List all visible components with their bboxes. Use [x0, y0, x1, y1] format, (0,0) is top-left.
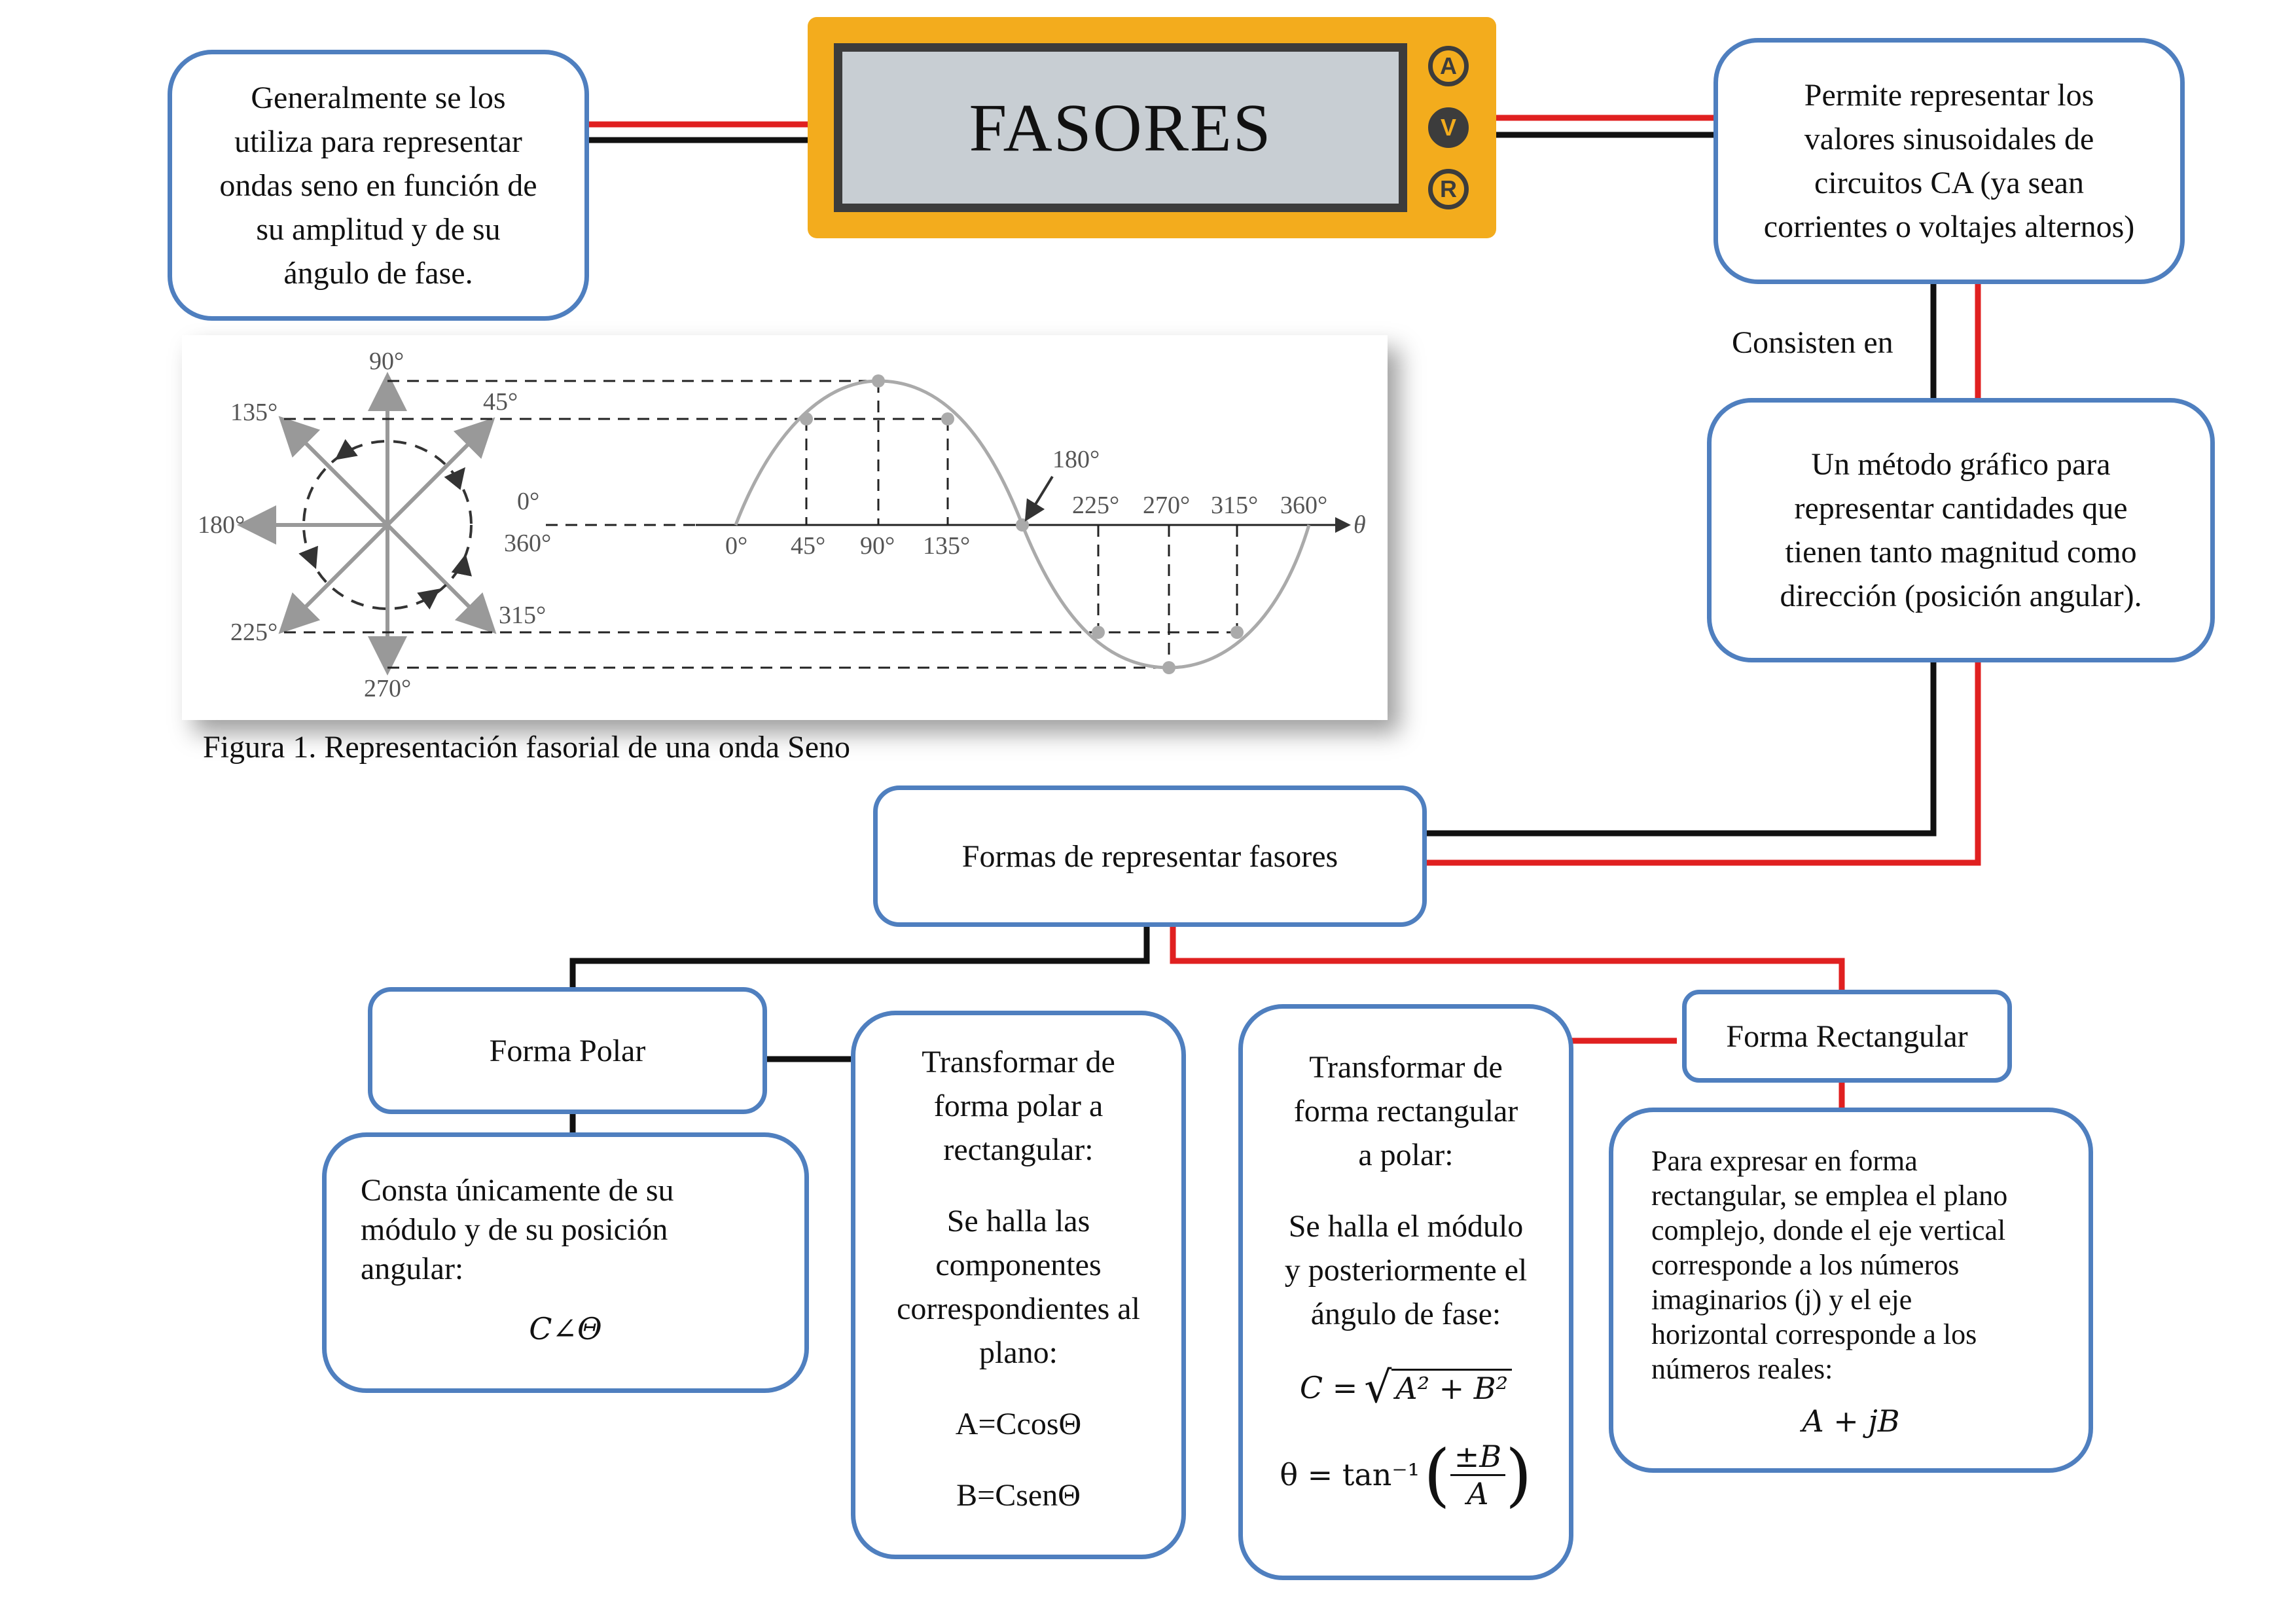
- intro-right-text: Permite representar los valores sinusoid…: [1763, 78, 2135, 244]
- wire-black-polar: [569, 923, 1150, 990]
- label-270: 270°: [364, 675, 411, 702]
- wave-label-315: 315°: [1211, 492, 1258, 519]
- wave-label-270: 270°: [1143, 492, 1190, 519]
- theta-symbol: θ: [1354, 511, 1366, 539]
- meter-button-v: V: [1428, 107, 1469, 148]
- intro-right-box: Permite representar los valores sinusoid…: [1713, 38, 2185, 284]
- angle-numerator: ±B: [1450, 1439, 1506, 1476]
- wave-label-0: 0°: [725, 532, 747, 560]
- rect-desc: Para expresar en forma rectangular, se e…: [1651, 1145, 2008, 1385]
- polar-to-rect-eq2: B=CsenΘ: [956, 1478, 1081, 1513]
- label-180: 180°: [198, 511, 245, 539]
- polar-desc-box: Consta únicamente de su módulo y de su p…: [322, 1132, 809, 1393]
- polar-title: Forma Polar: [489, 1033, 646, 1068]
- angle-denominator: A: [1467, 1475, 1489, 1511]
- definition-box: Un método gráfico para representar canti…: [1707, 398, 2215, 662]
- label-225: 225°: [230, 619, 278, 646]
- label-90: 90°: [369, 348, 404, 375]
- paren-left: (: [1424, 1435, 1450, 1515]
- label-315: 315°: [499, 602, 546, 629]
- projection-lines: [284, 380, 1238, 669]
- definition-text: Un método gráfico para representar canti…: [1780, 447, 2142, 613]
- rect-to-polar-body: Se halla el módulo y posteriormente el á…: [1284, 1209, 1528, 1331]
- angle-equation: θ = tan⁻¹ ( ±B A ): [1280, 1435, 1532, 1515]
- wire-red-down-2: [1427, 661, 1981, 866]
- modulus-radicand: A² + B²: [1391, 1369, 1513, 1406]
- label-0: 0°: [517, 488, 539, 515]
- rect-desc-box: Para expresar en forma rectangular, se e…: [1609, 1108, 2093, 1473]
- polar-title-box: Forma Polar: [368, 987, 767, 1114]
- meter-screen: FASORES: [834, 43, 1407, 212]
- rect-title-box: Forma Rectangular: [1682, 990, 2012, 1083]
- polar-to-rect-heading: Transformar de forma polar a rectangular…: [922, 1045, 1115, 1167]
- wave-label-45: 45°: [791, 532, 825, 560]
- sine-points: [800, 374, 1244, 674]
- wave-label-90: 90°: [860, 532, 895, 560]
- polar-to-rect-box: Transformar de forma polar a rectangular…: [851, 1011, 1186, 1559]
- polar-to-rect-body: Se halla las componentes correspondiente…: [897, 1204, 1140, 1370]
- label-45: 45°: [483, 388, 518, 416]
- fasores-meter-header: FASORES A V R: [808, 17, 1496, 238]
- wave-label-135: 135°: [923, 532, 970, 560]
- phasor-rays: [237, 372, 497, 676]
- rect-to-polar-heading: Transformar de forma rectangular a polar…: [1293, 1050, 1518, 1172]
- rect-title: Forma Rectangular: [1726, 1019, 1968, 1054]
- intro-left-text: Generalmente se los utiliza para represe…: [219, 80, 537, 291]
- wave-label-225: 225°: [1072, 492, 1119, 519]
- paren-right: ): [1505, 1435, 1532, 1515]
- modulus-equation: C = √ A² + B²: [1299, 1362, 1513, 1413]
- rect-to-polar-box: Transformar de forma rectangular a polar…: [1238, 1004, 1573, 1580]
- label-135: 135°: [230, 399, 278, 426]
- phasor-sine-diagram: 90° 45° 0° 360° 315° 270° 225° 180° 135°…: [198, 348, 1366, 702]
- polar-desc: Consta únicamente de su módulo y de su p…: [361, 1173, 674, 1286]
- figure-caption: Figura 1. Representación fasorial de una…: [203, 730, 851, 765]
- meter-button-a: A: [1428, 46, 1469, 86]
- formas-text: Formas de representar fasores: [961, 839, 1338, 874]
- label-360: 360°: [504, 530, 551, 557]
- phasor-figure: 90° 45° 0° 360° 315° 270° 225° 180° 135°…: [182, 335, 1388, 720]
- page-title: FASORES: [969, 90, 1272, 166]
- modulus-lhs: C =: [1299, 1369, 1358, 1405]
- meter-button-r: R: [1428, 169, 1469, 209]
- consisten-en-label: Consisten en: [1732, 325, 1893, 360]
- wave-label-360: 360°: [1280, 492, 1327, 519]
- sqrt-symbol: √: [1364, 1362, 1392, 1413]
- wire-red-rect: [1170, 923, 1845, 990]
- wire-black-down-2: [1427, 661, 1937, 837]
- angle-fraction: ±B A: [1450, 1439, 1506, 1511]
- polar-to-rect-eq1: A=CcosΘ: [955, 1407, 1082, 1441]
- formas-box: Formas de representar fasores: [873, 785, 1427, 927]
- angle-lhs: θ = tan⁻¹: [1280, 1457, 1420, 1492]
- rotation-circle: [302, 440, 473, 610]
- polar-formula: C∠Θ: [529, 1311, 602, 1346]
- rect-formula: A + jB: [1802, 1403, 1900, 1439]
- wave-label-180: 180°: [1052, 446, 1100, 473]
- intro-left-box: Generalmente se los utiliza para represe…: [168, 50, 589, 321]
